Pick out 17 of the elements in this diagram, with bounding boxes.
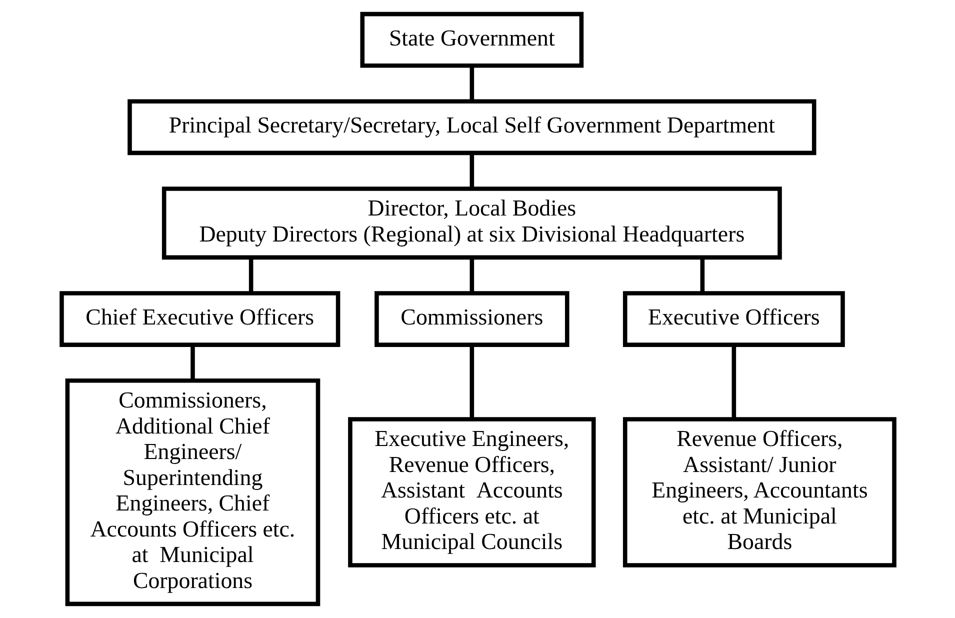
node-box: Chief Executive Officers [59, 291, 340, 347]
node-box: Executive Officers [622, 291, 844, 347]
connector [469, 153, 474, 189]
node-box: Principal Secretary/Secretary, Local Self Government Department [127, 99, 816, 156]
node-box: State Government [360, 12, 584, 68]
connector [469, 66, 474, 101]
node-box: Director, Local Bodies Deputy Directors (Regional) at six Divisional Headquarters [161, 186, 782, 260]
connector [469, 344, 474, 419]
connector [700, 258, 704, 293]
node-box: Executive Engineers, Revenue Officers, Assistant Accounts Officers etc. at Municipal Councils [348, 417, 596, 568]
connector [731, 344, 736, 419]
connector [190, 344, 194, 381]
connector [248, 258, 253, 293]
node-box: Commissioners [374, 291, 569, 347]
connector [469, 258, 474, 293]
node-box: Commissioners, Additional Chief Engineers/ Superintending Engineers, Chief Accounts Officers etc. at Municipal Corporations [64, 378, 320, 606]
node-box: Revenue Officers, Assistant/ Junior Engineers, Accountants etc. at Municipal Boards [622, 417, 896, 568]
